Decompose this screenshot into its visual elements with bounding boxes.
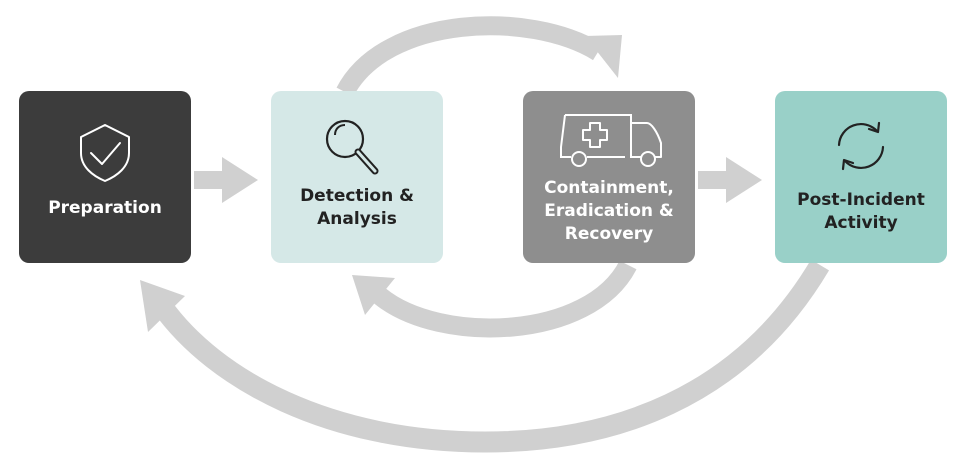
- shield-check-icon: [19, 121, 191, 187]
- step-post-incident-activity: Post-Incident Activity: [775, 91, 947, 263]
- step-label-line: Eradication &: [544, 201, 674, 221]
- magnifier-icon: [271, 115, 443, 183]
- arrow-post-incident-to-preparation: [140, 259, 830, 453]
- arrow-containment-to-post-incident: [698, 157, 762, 203]
- step-containment-eradication-recovery: Containment, Eradication & Recovery: [523, 91, 695, 263]
- step-containment-label: Containment, Eradication & Recovery: [527, 177, 691, 246]
- step-label-line: Analysis: [317, 209, 397, 229]
- step-label-line: Post-Incident: [797, 190, 925, 210]
- step-label-line: Activity: [824, 213, 898, 233]
- step-label-line: Recovery: [564, 224, 654, 244]
- step-preparation-label: Preparation: [23, 197, 187, 220]
- cycle-icon: [775, 117, 947, 181]
- ambulance-icon: [523, 109, 695, 175]
- step-detection-label: Detection & Analysis: [275, 185, 439, 231]
- step-preparation: Preparation: [19, 91, 191, 263]
- arrow-containment-to-detection: [352, 260, 637, 338]
- step-detection-analysis: Detection & Analysis: [271, 91, 443, 263]
- step-label-line: Containment,: [544, 178, 674, 198]
- arrow-detection-to-containment: [336, 16, 622, 97]
- step-post-incident-label: Post-Incident Activity: [779, 189, 943, 235]
- step-label-line: Preparation: [48, 198, 162, 218]
- arrow-preparation-to-detection: [194, 157, 258, 203]
- step-label-line: Detection &: [300, 186, 414, 206]
